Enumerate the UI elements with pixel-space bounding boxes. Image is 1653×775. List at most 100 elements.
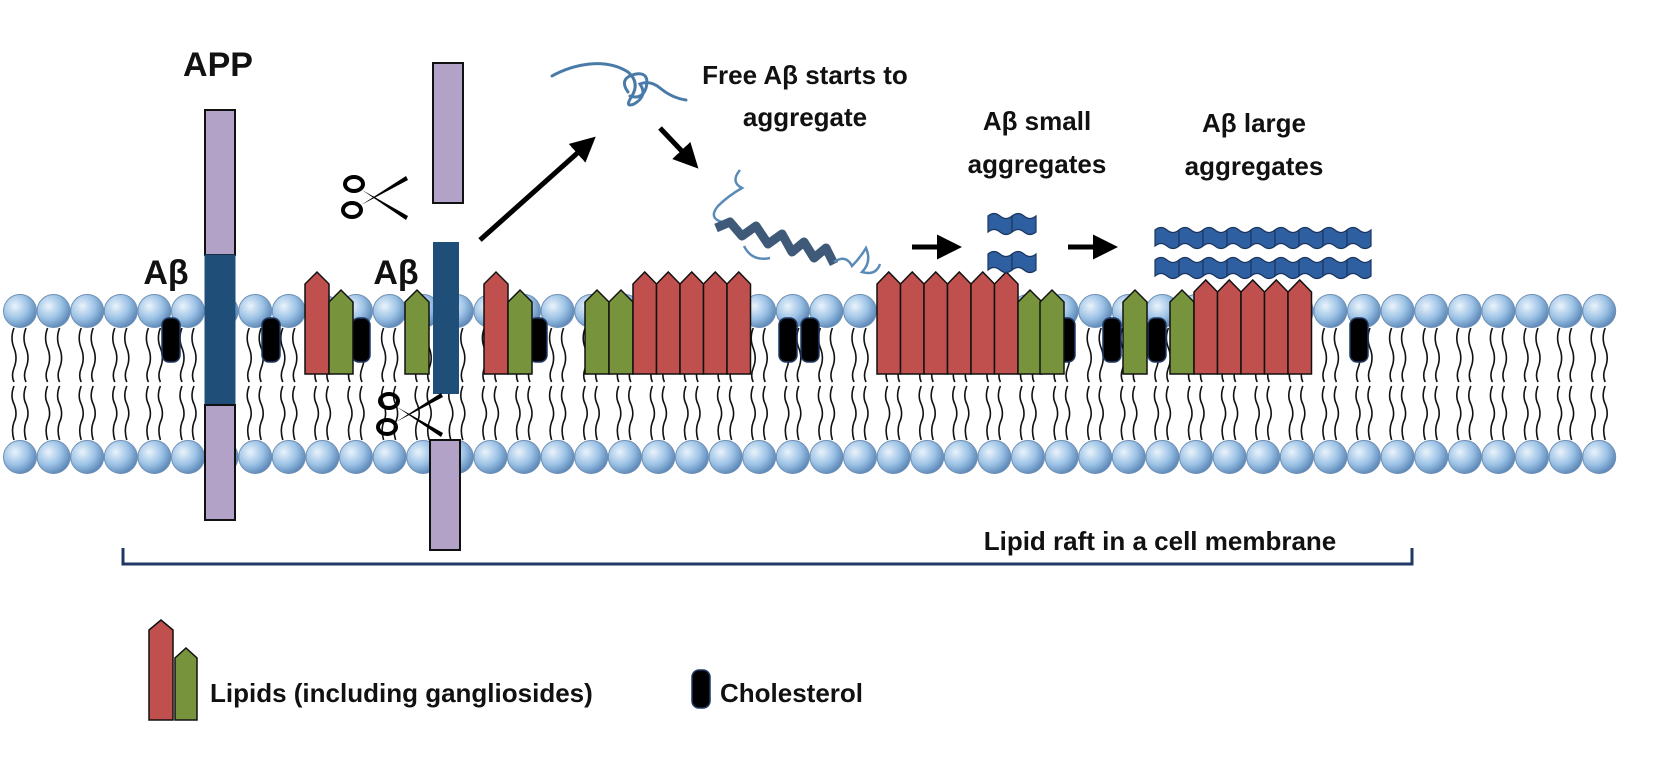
lipid-head [742,440,777,474]
lipid-tail [762,385,768,441]
raft-lipid [1017,288,1043,375]
app-label: APP [183,46,253,84]
lipid-tail [1535,327,1541,383]
lipid-tail [1266,385,1272,441]
lipid-tail [460,385,466,441]
lipid-tail [1153,385,1160,441]
scissors-icon [341,175,408,220]
lipid-tail [1422,327,1428,383]
lipid-tail [964,385,970,441]
lipid-head [1414,294,1449,328]
lipid-tail [124,327,130,383]
lipid-head [36,440,71,474]
raft-lipid [923,270,949,375]
raft-lipid [1169,288,1195,375]
lipid-tail [918,385,924,441]
lipid-head [103,440,138,474]
lipid-tail [1590,385,1596,441]
small-aggregates-label-line1: Aβ small [983,106,1091,136]
legend: Lipids (including gangliosides) Choleste… [148,619,863,721]
lipid-tail [44,327,51,383]
scissors-icon [376,392,443,437]
lipid-tail [750,327,756,383]
lipid-head [372,294,407,328]
aggregate-unit [1011,250,1037,274]
cholesterol [778,317,798,363]
lipid-head [1279,440,1314,474]
lipid-tail [1523,385,1529,441]
lipid-tail [1590,327,1596,383]
lipid-head [507,440,541,474]
lipid-tail [1288,385,1294,441]
lipid-head [1582,440,1617,474]
lipid-tail [1489,385,1496,441]
lipid-tail [1321,385,1328,441]
aggregate-unit [1226,226,1252,250]
lipid-tail [1086,385,1092,441]
lipid-tail [1568,327,1575,383]
raft-lipid [483,270,509,375]
lipid-tail [1333,385,1340,441]
lipid-tail [124,385,130,441]
lipid-tail [11,385,17,441]
lipid-tail [616,385,622,441]
raft-lipid [404,288,430,375]
lipid-head [1313,440,1348,474]
lipid-tail [1355,385,1361,441]
lipid-tail [829,385,836,441]
abeta-label-left: Aβ [143,254,188,292]
raft-lipid [993,270,1019,375]
lipid-head [1548,294,1583,328]
lipid-head [238,294,273,328]
lipid-head [1380,440,1415,474]
lipid-tail [1232,385,1239,441]
lipid-tail [829,327,836,383]
lipid-tail [930,385,936,441]
lipid-head [3,294,37,328]
raft-lipid [1122,288,1148,375]
lipid-tail [1321,327,1328,383]
raft-lipid [702,270,728,375]
lipid-tail [1098,385,1104,441]
raft-lipid [1193,278,1219,375]
aggregate-unit [1346,226,1372,250]
raft-lipid [608,288,634,375]
lipid-tail [683,385,689,441]
lipid-tail [280,385,286,441]
lipid-tail [1367,385,1373,441]
lipid-tail [292,327,298,383]
raft-lipid [632,270,658,375]
lipid-tail [1333,327,1340,383]
lipid-tail [448,385,454,441]
lipid-tail [78,385,84,441]
aggregate-unit [987,250,1013,274]
lipid-tail [548,327,555,383]
arrow-icon [478,126,1118,260]
lipid-tail [145,327,152,383]
lipid-head [238,440,273,474]
lipid-tail [191,327,197,383]
lipid-head [540,440,575,474]
lipid-tail [863,385,869,441]
raft-lipid [726,270,752,375]
lipid-tail [560,327,567,383]
lipid-head [70,294,105,328]
aggregate-unit [1202,256,1228,280]
raft-lipid [584,288,610,375]
lipid-head [1011,440,1045,474]
lipid-tail [392,327,399,383]
lipid-tail [1468,385,1474,441]
aggregate-unit [1250,256,1276,280]
peptide-helix-icon [712,169,882,275]
lipid-tail [527,385,533,441]
lipid-tail [1254,385,1260,441]
raft-lipid [304,270,330,375]
raft-lipids [161,270,1369,375]
lipid-tail [548,385,555,441]
aggregate-unit [1250,226,1276,250]
abeta-label-mid: Aβ [373,254,418,292]
lipid-tail [1422,385,1428,441]
lipid-head [1481,294,1516,328]
lipid-tail [145,385,152,441]
